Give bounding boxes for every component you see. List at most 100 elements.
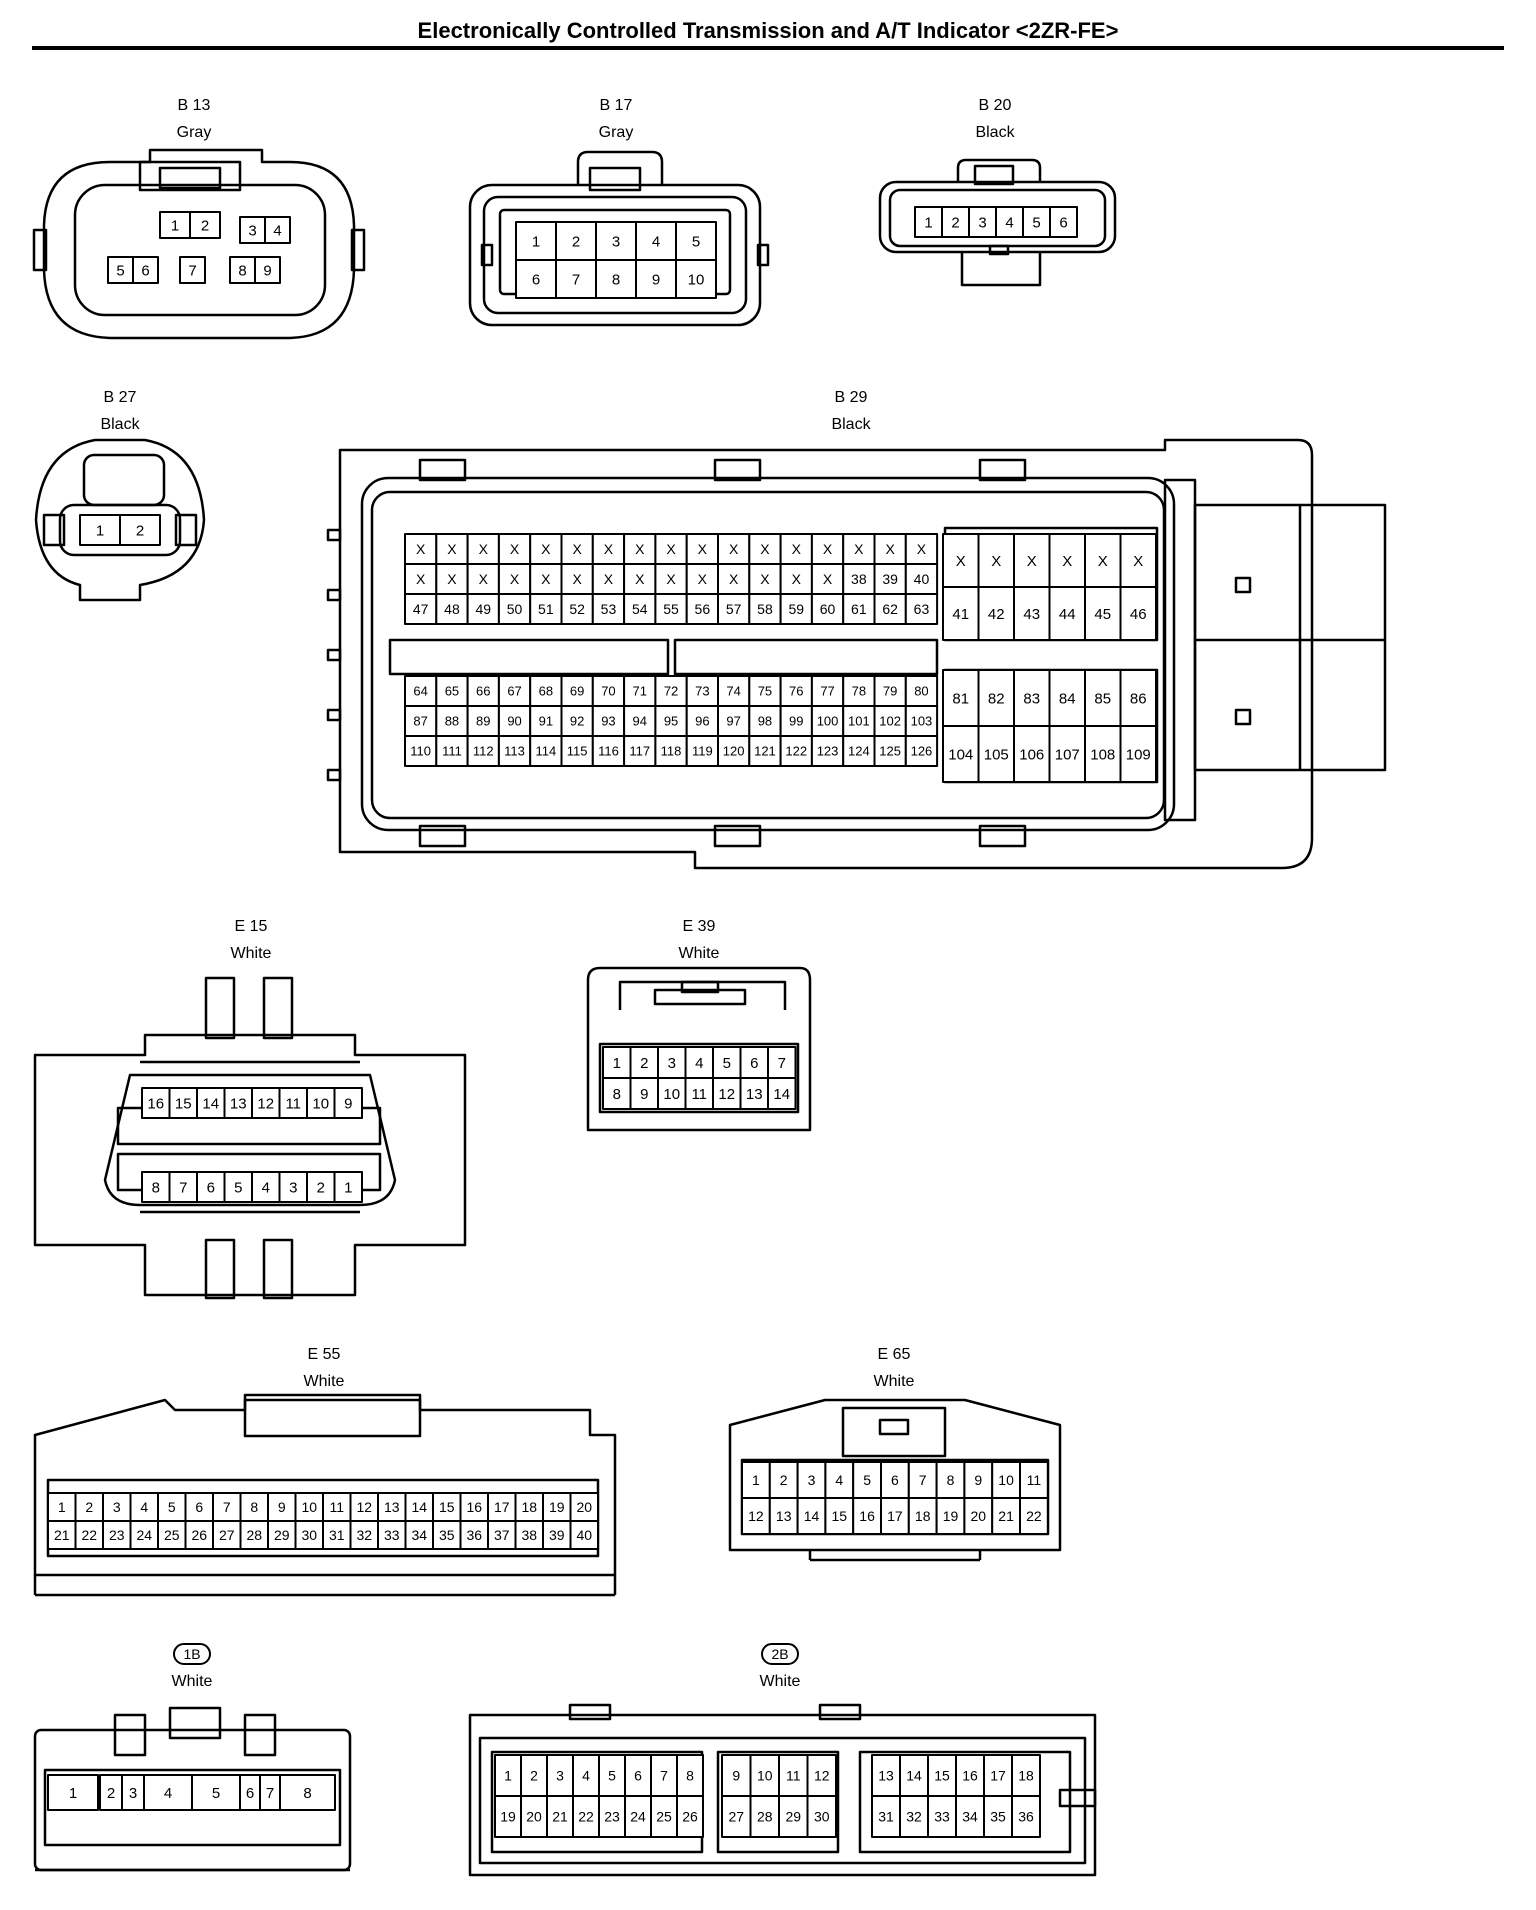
pin-number: 119 — [692, 744, 713, 759]
pin-cell-box — [935, 1461, 966, 1499]
pin-cell-box — [514, 1520, 544, 1550]
pin-number: 114 — [535, 744, 556, 759]
pin-cell-box — [102, 1520, 132, 1550]
2b-pin-28: 28 — [749, 1795, 780, 1838]
pin-number: 53 — [601, 601, 617, 617]
pin-number: 120 — [723, 744, 745, 759]
2b-pin-33: 33 — [927, 1795, 957, 1838]
e65-pin-5: 5 — [852, 1461, 883, 1499]
e55-pin-31: 31 — [322, 1520, 352, 1550]
pin-number: 15 — [439, 1499, 455, 1515]
pin-number: 37 — [494, 1527, 510, 1543]
pin-cell-box — [684, 1077, 714, 1110]
pin-number: X — [991, 553, 1001, 570]
b29-pin-55: 55 — [654, 593, 688, 625]
b29-pin-X: X — [560, 563, 594, 595]
e55-pin-15: 15 — [432, 1492, 462, 1522]
e55-pin-23: 23 — [102, 1520, 132, 1550]
pin-number: 1 — [532, 233, 540, 250]
pin-cell-box — [904, 593, 939, 625]
pin-cell-box — [654, 593, 688, 625]
e15-pin-10: 10 — [306, 1087, 336, 1119]
pin-number: 12 — [814, 1768, 830, 1784]
pin-number: 2 — [201, 217, 209, 234]
pin-number: 1 — [344, 1179, 352, 1196]
b29-pin-46: 46 — [1119, 586, 1157, 641]
pin-cell-box — [435, 675, 469, 707]
pin-number: 84 — [1059, 690, 1076, 707]
pin-number: 86 — [1130, 690, 1147, 707]
b13-pin-4: 4 — [264, 216, 291, 244]
b27-pin-1: 1 — [79, 514, 121, 546]
pin-cell-box — [529, 735, 563, 767]
pin-number: 74 — [726, 684, 740, 699]
pin-number: 62 — [882, 601, 898, 617]
pin-cell-box — [942, 725, 980, 783]
pin-cell-box — [899, 1795, 929, 1838]
connector-label-e65: E 65 White — [814, 1341, 974, 1395]
b29-pin-62: 62 — [873, 593, 907, 625]
pin-number: 6 — [207, 1179, 215, 1196]
pin-number: X — [416, 541, 426, 557]
e55-pin-1: 1 — [47, 1492, 77, 1522]
pin-number: 67 — [507, 684, 521, 699]
pin-number: 57 — [726, 601, 742, 617]
pin-number: 90 — [507, 714, 521, 729]
pin-cell-box — [779, 593, 813, 625]
b29-pin-75: 75 — [748, 675, 782, 707]
2b-pin-11: 11 — [778, 1754, 809, 1797]
pin-number: 7 — [778, 1055, 786, 1072]
pin-number: 23 — [109, 1527, 125, 1543]
b29-pin-X: X — [685, 563, 720, 595]
e55-pin-33: 33 — [377, 1520, 407, 1550]
pin-number: 1 — [504, 1768, 512, 1784]
e15-pin-6: 6 — [196, 1171, 226, 1203]
pin-number: 39 — [549, 1527, 565, 1543]
e39-pin-6: 6 — [739, 1046, 769, 1079]
connector-color: White — [678, 945, 720, 962]
pin-cell-box — [810, 675, 845, 707]
b13-pin-9: 9 — [254, 256, 281, 284]
pin-number: 27 — [728, 1809, 744, 1825]
pin-number: 55 — [663, 601, 679, 617]
pin-number: 27 — [219, 1527, 235, 1543]
b29-pin-60: 60 — [810, 593, 845, 625]
b29-pin-106: 106 — [1013, 725, 1051, 783]
e55-pin-11: 11 — [322, 1492, 352, 1522]
pin-number: 121 — [754, 744, 776, 759]
b29-pin-X: X — [873, 533, 907, 565]
pin-number: 10 — [688, 271, 705, 288]
pin-number: 93 — [601, 714, 615, 729]
pin-cell-box — [143, 1774, 193, 1811]
pin-number: 11 — [786, 1768, 801, 1784]
pin-number: X — [666, 571, 676, 587]
pin-cell-box — [942, 586, 980, 641]
pin-number: 87 — [413, 714, 427, 729]
pin-cell-box — [404, 1520, 434, 1550]
pin-number: 8 — [686, 1768, 694, 1784]
pin-cell-box — [977, 533, 1015, 588]
connector-id: E 39 — [682, 918, 716, 935]
b29-pin-113: 113 — [497, 735, 532, 767]
pin-cell-box — [466, 533, 500, 565]
pin-number: 4 — [695, 1055, 703, 1072]
pin-cell-box — [983, 1795, 1013, 1838]
b20-pin-4: 4 — [995, 206, 1024, 238]
e15-pin-5: 5 — [223, 1171, 253, 1203]
pin-number: 9 — [974, 1472, 982, 1488]
pin-number: 66 — [476, 684, 490, 699]
pin-cell-box — [251, 1171, 281, 1203]
b29-pin-63: 63 — [904, 593, 939, 625]
pin-number: 88 — [445, 714, 459, 729]
b13-pin-7: 7 — [179, 256, 206, 284]
pin-number: 16 — [466, 1499, 482, 1515]
b13-pin-1: 1 — [159, 211, 191, 239]
pin-cell-box — [591, 735, 626, 767]
2b-pin-12: 12 — [806, 1754, 837, 1797]
connector-color: Gray — [598, 124, 634, 141]
2b-pin-23: 23 — [598, 1795, 626, 1838]
pin-number: 4 — [652, 233, 660, 250]
pin-cell-box — [487, 1520, 517, 1550]
pin-number: 6 — [1059, 214, 1067, 231]
pin-number: 29 — [274, 1527, 290, 1543]
